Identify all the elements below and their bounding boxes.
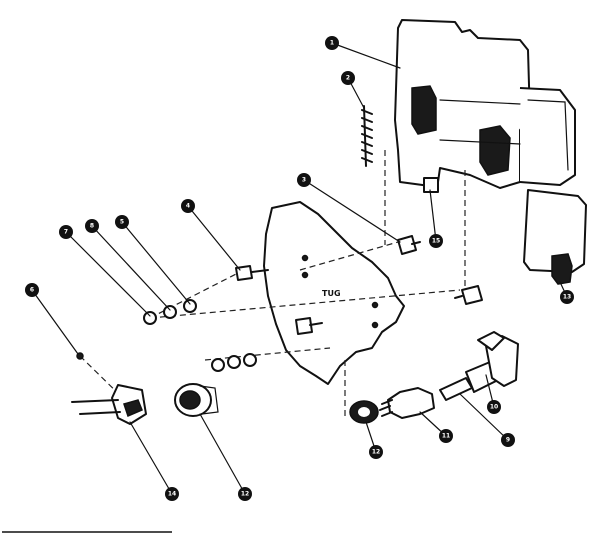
svg-text:7: 7 — [64, 229, 68, 236]
callout-6: 6 — [25, 283, 39, 297]
svg-text:10: 10 — [490, 404, 498, 411]
svg-text:4: 4 — [186, 203, 190, 210]
svg-text:13: 13 — [563, 294, 571, 301]
callout-9: 9 — [501, 433, 515, 447]
mounting-plate: TUG — [263, 201, 405, 385]
svg-text:3: 3 — [302, 177, 306, 184]
svg-text:5: 5 — [120, 219, 124, 226]
assembly-lines — [79, 150, 466, 420]
fitting-part — [174, 383, 219, 417]
valve-part — [379, 387, 435, 419]
shaft-part — [439, 331, 519, 401]
svg-text:9: 9 — [506, 437, 510, 444]
svg-text:2: 2 — [346, 75, 350, 82]
fasteners — [76, 235, 483, 372]
svg-text:12: 12 — [241, 491, 249, 498]
washer-part — [349, 400, 379, 424]
callout-10: 10 — [487, 400, 501, 414]
callout-1: 1 — [325, 36, 339, 50]
svg-text:8: 8 — [90, 223, 94, 230]
callout-11: 11 — [439, 429, 453, 443]
svg-text:14: 14 — [168, 491, 176, 498]
housing-part — [394, 19, 576, 193]
callout-13: 13 — [560, 290, 574, 304]
callout-3: 3 — [297, 173, 311, 187]
callout-12-fitting: 12 — [238, 487, 252, 501]
callouts: 1 2 3 4 5 6 7 8 9 10 11 12 12 13 14 15 — [25, 36, 574, 501]
svg-text:15: 15 — [432, 238, 440, 245]
callout-5: 5 — [115, 215, 129, 229]
holder-part — [71, 384, 147, 425]
callout-15: 15 — [429, 234, 443, 248]
svg-text:11: 11 — [442, 433, 450, 440]
svg-text:6: 6 — [30, 287, 34, 294]
spring-part — [361, 105, 373, 167]
callout-4: 4 — [181, 199, 195, 213]
svg-text:1: 1 — [330, 40, 334, 47]
callout-2: 2 — [341, 71, 355, 85]
leader-lines — [31, 42, 568, 495]
lever-part — [523, 189, 587, 285]
callout-7: 7 — [59, 225, 73, 239]
callout-8: 8 — [85, 219, 99, 233]
callout-14: 14 — [165, 487, 179, 501]
svg-text:12: 12 — [372, 449, 380, 456]
plate-tag: TUG — [322, 289, 341, 298]
callout-12-washer: 12 — [369, 445, 383, 459]
